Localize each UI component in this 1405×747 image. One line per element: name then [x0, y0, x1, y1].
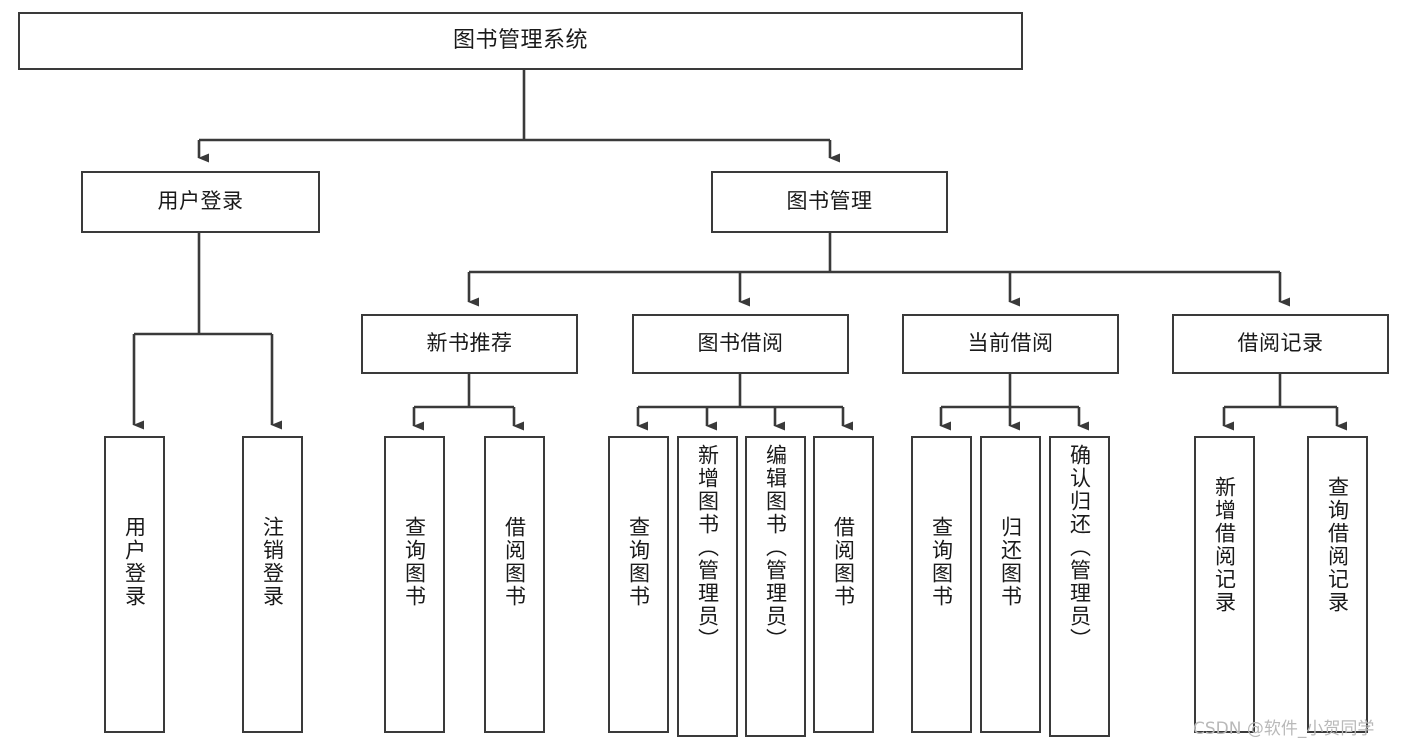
- leaf-add-book-admin[interactable]: 新增图书（管理员）: [677, 436, 738, 737]
- leaf-edit-book-admin[interactable]: 编辑图书（管理员）: [745, 436, 806, 737]
- node-label: 编辑图书（管理员）: [763, 444, 788, 651]
- leaf-return-book[interactable]: 归还图书: [980, 436, 1041, 733]
- node-label: 查询图书: [929, 516, 954, 608]
- node-label: 新增借阅记录: [1212, 476, 1237, 614]
- node-label: 图书借阅: [697, 331, 784, 356]
- leaf-query-book-borrow[interactable]: 查询图书: [608, 436, 669, 733]
- node-label: 查询借阅记录: [1325, 476, 1350, 614]
- leaf-borrow-book-recommend[interactable]: 借阅图书: [484, 436, 545, 733]
- node-label: 查询图书: [402, 516, 427, 608]
- leaf-confirm-return-admin[interactable]: 确认归还（管理员）: [1049, 436, 1110, 737]
- node-root-system[interactable]: 图书管理系统: [18, 12, 1023, 70]
- leaf-user-login[interactable]: 用户登录: [104, 436, 165, 733]
- node-label: 图书管理: [786, 189, 873, 214]
- node-label: 用户登录: [122, 516, 147, 608]
- node-label: 借阅图书: [831, 516, 856, 608]
- node-label: 用户登录: [157, 189, 244, 214]
- leaf-logout[interactable]: 注销登录: [242, 436, 303, 733]
- leaf-add-borrow-record[interactable]: 新增借阅记录: [1194, 436, 1255, 733]
- leaf-borrow-book[interactable]: 借阅图书: [813, 436, 874, 733]
- node-label: 图书管理系统: [452, 27, 588, 53]
- csdn-watermark: CSDN @软件_小贺同学: [1193, 719, 1375, 739]
- node-book-borrow[interactable]: 图书借阅: [632, 314, 849, 374]
- node-current-borrow[interactable]: 当前借阅: [902, 314, 1119, 374]
- node-user-login[interactable]: 用户登录: [81, 171, 320, 233]
- node-label: 借阅图书: [502, 516, 527, 608]
- node-new-book-recommend[interactable]: 新书推荐: [361, 314, 578, 374]
- node-book-management[interactable]: 图书管理: [711, 171, 948, 233]
- node-label: 借阅记录: [1237, 331, 1324, 356]
- node-label: 注销登录: [260, 516, 285, 608]
- node-label: 当前借阅: [967, 331, 1054, 356]
- node-label: 归还图书: [998, 516, 1023, 608]
- node-label: 查询图书: [626, 516, 651, 608]
- leaf-query-book-current[interactable]: 查询图书: [911, 436, 972, 733]
- leaf-query-borrow-record[interactable]: 查询借阅记录: [1307, 436, 1368, 733]
- node-label: 确认归还（管理员）: [1067, 444, 1092, 651]
- node-label: 新书推荐: [426, 331, 513, 356]
- node-borrow-record[interactable]: 借阅记录: [1172, 314, 1389, 374]
- node-label: 新增图书（管理员）: [695, 444, 720, 651]
- leaf-query-book-recommend[interactable]: 查询图书: [384, 436, 445, 733]
